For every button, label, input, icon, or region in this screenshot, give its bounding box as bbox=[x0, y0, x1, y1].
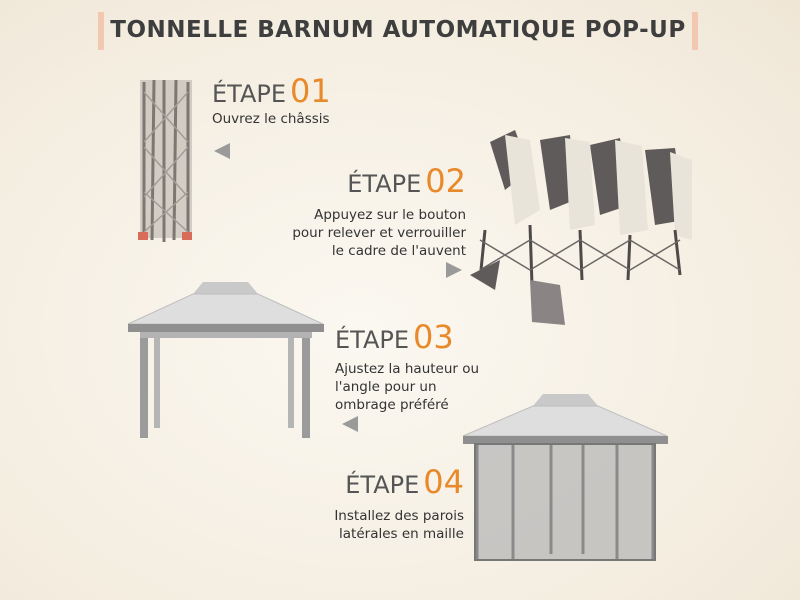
step-2-line-3: le cadre de l'auvent bbox=[331, 243, 466, 259]
step-1-label: ÉTAPE bbox=[212, 80, 287, 108]
arrow-left-icon bbox=[214, 143, 230, 159]
step-3-line-1: Ajustez la hauteur ou bbox=[335, 361, 480, 377]
step-2-line-2: pour relever et verrouiller bbox=[292, 225, 466, 241]
step-3-label: ÉTAPE bbox=[335, 326, 410, 354]
step-4-line-1: Installez des parois bbox=[334, 508, 464, 524]
step-2-line-1: Appuyez sur le bouton bbox=[314, 207, 466, 223]
title-left-bar bbox=[98, 12, 104, 50]
arrow-right-icon bbox=[446, 262, 462, 278]
open-gazebo-image bbox=[127, 282, 324, 438]
page-title: TONNELLE BARNUM AUTOMATIQUE POP-UP bbox=[110, 17, 686, 43]
step-1-number: 01 bbox=[290, 72, 331, 110]
title-right-bar bbox=[692, 12, 698, 50]
step-4-number: 04 bbox=[423, 463, 464, 501]
step-1-description: Ouvrez le châssis bbox=[212, 110, 331, 128]
step-4-line-2: latérales en maille bbox=[339, 526, 464, 542]
step-2-number: 02 bbox=[425, 162, 466, 200]
step-4-description: Installez des parois latérales en maille bbox=[300, 507, 464, 543]
gazebo-with-mesh-walls-image bbox=[462, 394, 668, 561]
half-open-gazebo-image bbox=[470, 130, 692, 325]
step-4-label: ÉTAPE bbox=[345, 471, 420, 499]
step-2-label: ÉTAPE bbox=[347, 170, 422, 198]
arrow-left-icon bbox=[342, 416, 358, 432]
step-3-number: 03 bbox=[413, 318, 454, 356]
step-3-description: Ajustez la hauteur ou l'angle pour un om… bbox=[335, 360, 479, 414]
step-2-description: Appuyez sur le bouton pour relever et ve… bbox=[270, 206, 466, 260]
folded-frame-image bbox=[138, 79, 192, 242]
step-3-line-2: l'angle pour un bbox=[335, 379, 437, 395]
step-3-line-3: ombrage préféré bbox=[335, 397, 449, 413]
step-1-line-1: Ouvrez le châssis bbox=[212, 111, 330, 127]
header: TONNELLE BARNUM AUTOMATIQUE POP-UP bbox=[98, 12, 698, 50]
